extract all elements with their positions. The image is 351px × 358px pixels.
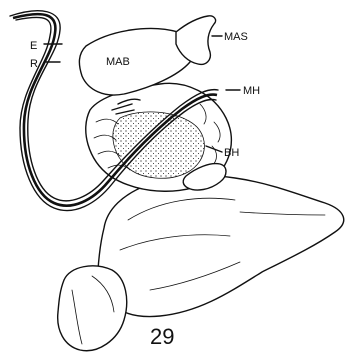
bulb-structure: [98, 176, 344, 317]
label-r: R: [30, 58, 38, 70]
label-mab: MAB: [106, 56, 130, 68]
label-bh: BH: [224, 147, 239, 159]
figure-number: 29: [150, 324, 174, 349]
lower-lobe: [58, 266, 127, 351]
label-e: E: [30, 40, 37, 52]
label-mh: MH: [243, 85, 260, 97]
label-mas: MAS: [224, 31, 248, 43]
